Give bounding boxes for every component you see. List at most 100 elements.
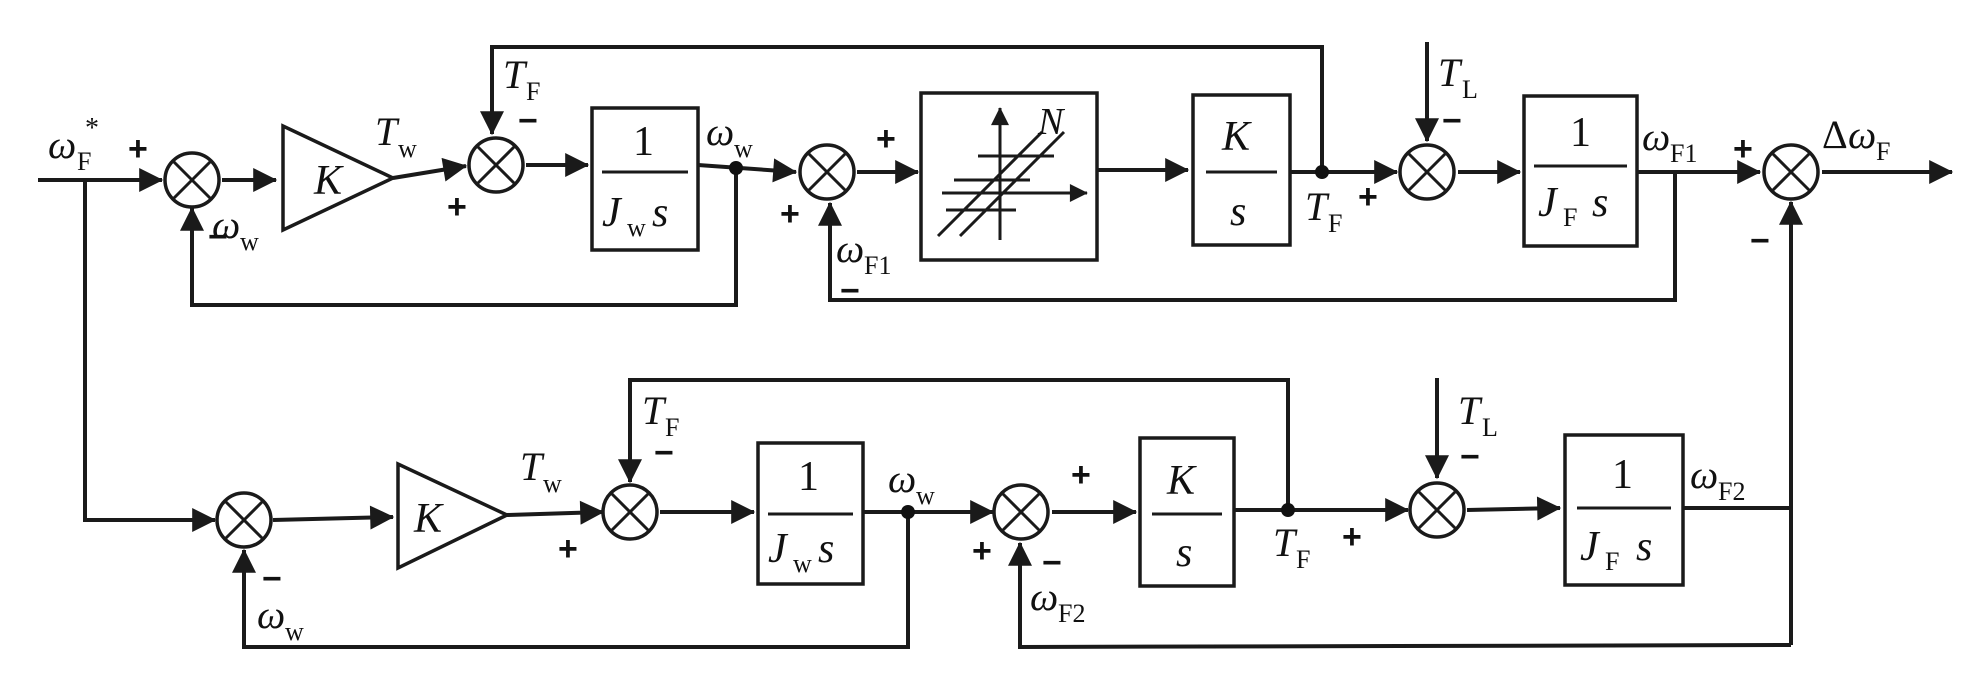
svg-text:F: F — [1328, 209, 1342, 238]
sign-minus: − — [1042, 544, 1062, 582]
bottom-integrator-f: 1 J F s — [1563, 433, 1685, 587]
sign-minus: − — [1750, 222, 1770, 260]
svg-text:Δ: Δ — [1822, 112, 1848, 157]
backlash-nonlinearity-icon — [936, 107, 1088, 240]
top-gain-label: K — [313, 158, 344, 204]
sign-plus: + — [876, 120, 896, 158]
sign-minus: − — [518, 102, 538, 140]
sign-minus: − — [1460, 438, 1480, 476]
svg-text:w: w — [916, 481, 935, 510]
top-ww-feedback — [180, 168, 738, 307]
top-gain-block: K — [281, 123, 398, 233]
svg-text:F: F — [1876, 137, 1890, 166]
svg-text:w: w — [285, 617, 304, 646]
bottom-integrator-w: 1 J w s — [756, 441, 865, 586]
sign-plus: + — [1358, 178, 1378, 216]
bottom-sum-junction-1 — [215, 491, 273, 549]
top-gain-to-sum2 — [392, 157, 468, 182]
bottom-sum1-to-gain — [272, 505, 395, 530]
sign-plus: + — [558, 530, 578, 568]
sign-plus: + — [128, 130, 148, 168]
svg-text:T: T — [1305, 184, 1330, 229]
svg-text:J: J — [602, 190, 623, 236]
svg-text:s: s — [1592, 180, 1608, 226]
output-label: Δ ω F — [1822, 112, 1890, 166]
bottom-gain-to-sum2 — [506, 500, 605, 525]
svg-text:ω: ω — [1030, 574, 1058, 619]
svg-text:T: T — [520, 444, 545, 489]
top-sum-junction-3 — [798, 143, 856, 201]
top-branch: K 1 J w s N — [38, 42, 1954, 310]
svg-text:w: w — [543, 469, 562, 498]
top-sum-junction-2 — [467, 136, 525, 194]
sign-plus: + — [1342, 518, 1362, 556]
sign-minus: − — [654, 434, 674, 472]
svg-text:ω: ω — [212, 202, 240, 247]
top-wf1-feedback — [818, 172, 1677, 302]
svg-text:ω: ω — [1690, 452, 1718, 497]
svg-text:K: K — [1166, 458, 1197, 504]
svg-text:ω: ω — [706, 109, 734, 154]
top-sum-junction-4 — [1398, 143, 1456, 201]
top-sum-junction-1 — [163, 151, 221, 209]
svg-text:1: 1 — [1612, 452, 1633, 498]
sign-plus: + — [1071, 456, 1091, 494]
sign-plus: + — [1733, 130, 1753, 168]
sign-plus: + — [447, 188, 467, 226]
sign-plus: + — [972, 532, 992, 570]
bottom-sum4-to-jf — [1466, 496, 1562, 521]
svg-text:F: F — [526, 77, 540, 106]
bottom-ww-feedback — [232, 512, 910, 649]
svg-text:s: s — [818, 526, 834, 572]
top-wf1-label-2: ω F1 — [1642, 114, 1697, 168]
bottom-stiffness-block: K s — [1138, 436, 1236, 588]
sign-minus: − — [1442, 102, 1462, 140]
top-tf-label-1: T F — [503, 52, 540, 106]
svg-text:F: F — [1605, 547, 1619, 576]
top-wf1-label-1: ω F1 — [836, 226, 891, 280]
svg-text:s: s — [652, 190, 668, 236]
top-jw-to-sum3 — [697, 158, 798, 183]
svg-text:F1: F1 — [864, 251, 891, 280]
bottom-tf-feedback — [618, 378, 1290, 510]
svg-text:F: F — [77, 147, 91, 176]
svg-text:F2: F2 — [1718, 477, 1745, 506]
svg-text:F: F — [1296, 545, 1310, 574]
bottom-gain-label: K — [413, 496, 444, 542]
svg-text:ω: ω — [1642, 114, 1670, 159]
svg-text:s: s — [1636, 524, 1652, 570]
svg-text:L: L — [1482, 413, 1498, 442]
svg-text:1: 1 — [1570, 110, 1591, 156]
bottom-ww-label-2: ω w — [888, 456, 935, 510]
svg-text:T: T — [1438, 50, 1463, 95]
bottom-pickoff-tf — [1281, 503, 1295, 517]
svg-text:1: 1 — [633, 119, 654, 165]
svg-text:J: J — [1538, 180, 1559, 226]
top-tw-label: T w — [375, 109, 417, 163]
bottom-sum-junction-2 — [601, 483, 659, 541]
top-ww-label-2: ω w — [706, 109, 753, 163]
bottom-wf2-label-1: ω F2 — [1030, 574, 1085, 628]
bottom-tw-label: T w — [520, 444, 562, 498]
svg-text:F: F — [1563, 203, 1577, 232]
bottom-tf-label-1: T F — [642, 388, 679, 442]
svg-text:w: w — [793, 549, 812, 578]
svg-text:1: 1 — [798, 454, 819, 500]
svg-text:ω: ω — [257, 592, 285, 637]
bottom-tf-label-2: T F — [1273, 520, 1310, 574]
sign-minus: − — [208, 218, 228, 256]
backlash-label: N — [1037, 101, 1066, 143]
svg-text:J: J — [1580, 524, 1601, 570]
svg-text:L: L — [1462, 75, 1478, 104]
bottom-wf2-label-2: ω F2 — [1690, 452, 1745, 506]
top-pickoff-ww — [729, 161, 743, 175]
top-tf-label-2: T F — [1305, 184, 1342, 238]
svg-text:F1: F1 — [1670, 139, 1697, 168]
top-integrator-f: 1 J F s — [1522, 94, 1639, 248]
bottom-ww-label-1: ω w — [257, 592, 304, 646]
bottom-tl-label: T L — [1458, 388, 1498, 442]
top-integrator-w: 1 J w s — [590, 106, 700, 252]
ref-input-label: ω F * — [48, 113, 99, 176]
top-ww-label-1: ω w — [212, 202, 259, 256]
